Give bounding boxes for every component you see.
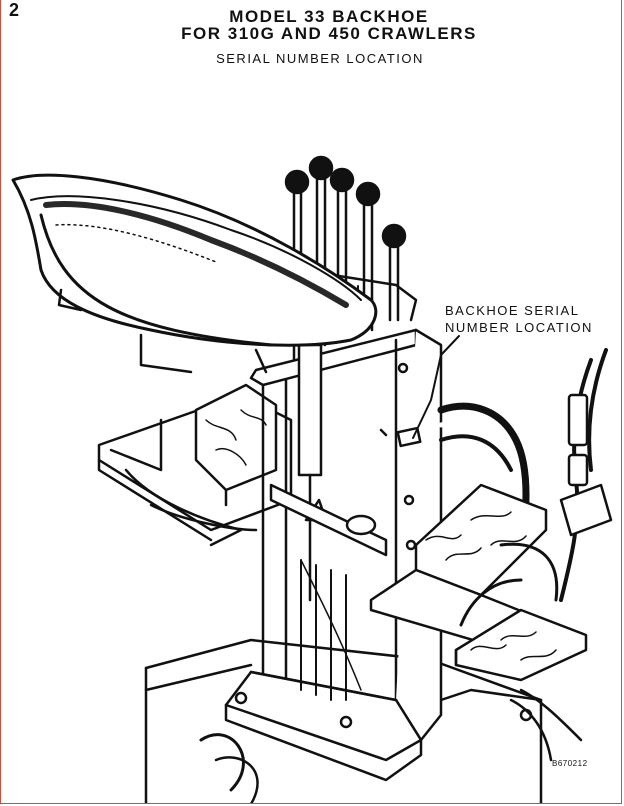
main-tower bbox=[224, 328, 443, 782]
operator-seat bbox=[11, 173, 378, 374]
page-number: 2 bbox=[9, 0, 21, 20]
right-foot-pedals bbox=[369, 483, 588, 762]
figure-code: B670212 bbox=[552, 759, 588, 768]
serial-number-callout: BACKHOE SERIAL NUMBER LOCATION bbox=[445, 302, 593, 336]
page-title: MODEL 33 BACKHOE FOR 310G AND 450 CRAWLE… bbox=[1, 8, 621, 42]
page-subtitle: SERIAL NUMBER LOCATION bbox=[216, 51, 424, 66]
title-line-1: MODEL 33 BACKHOE bbox=[229, 7, 429, 26]
serial-number-plate bbox=[396, 426, 422, 448]
hydraulic-linkage bbox=[269, 343, 388, 701]
callout-line-2: NUMBER LOCATION bbox=[445, 320, 593, 335]
left-foot-pedal bbox=[194, 383, 278, 507]
callout-line-1: BACKHOE SERIAL bbox=[445, 303, 580, 318]
title-line-2: FOR 310G AND 450 CRAWLERS bbox=[181, 24, 477, 43]
callout-leader-line bbox=[412, 335, 460, 439]
